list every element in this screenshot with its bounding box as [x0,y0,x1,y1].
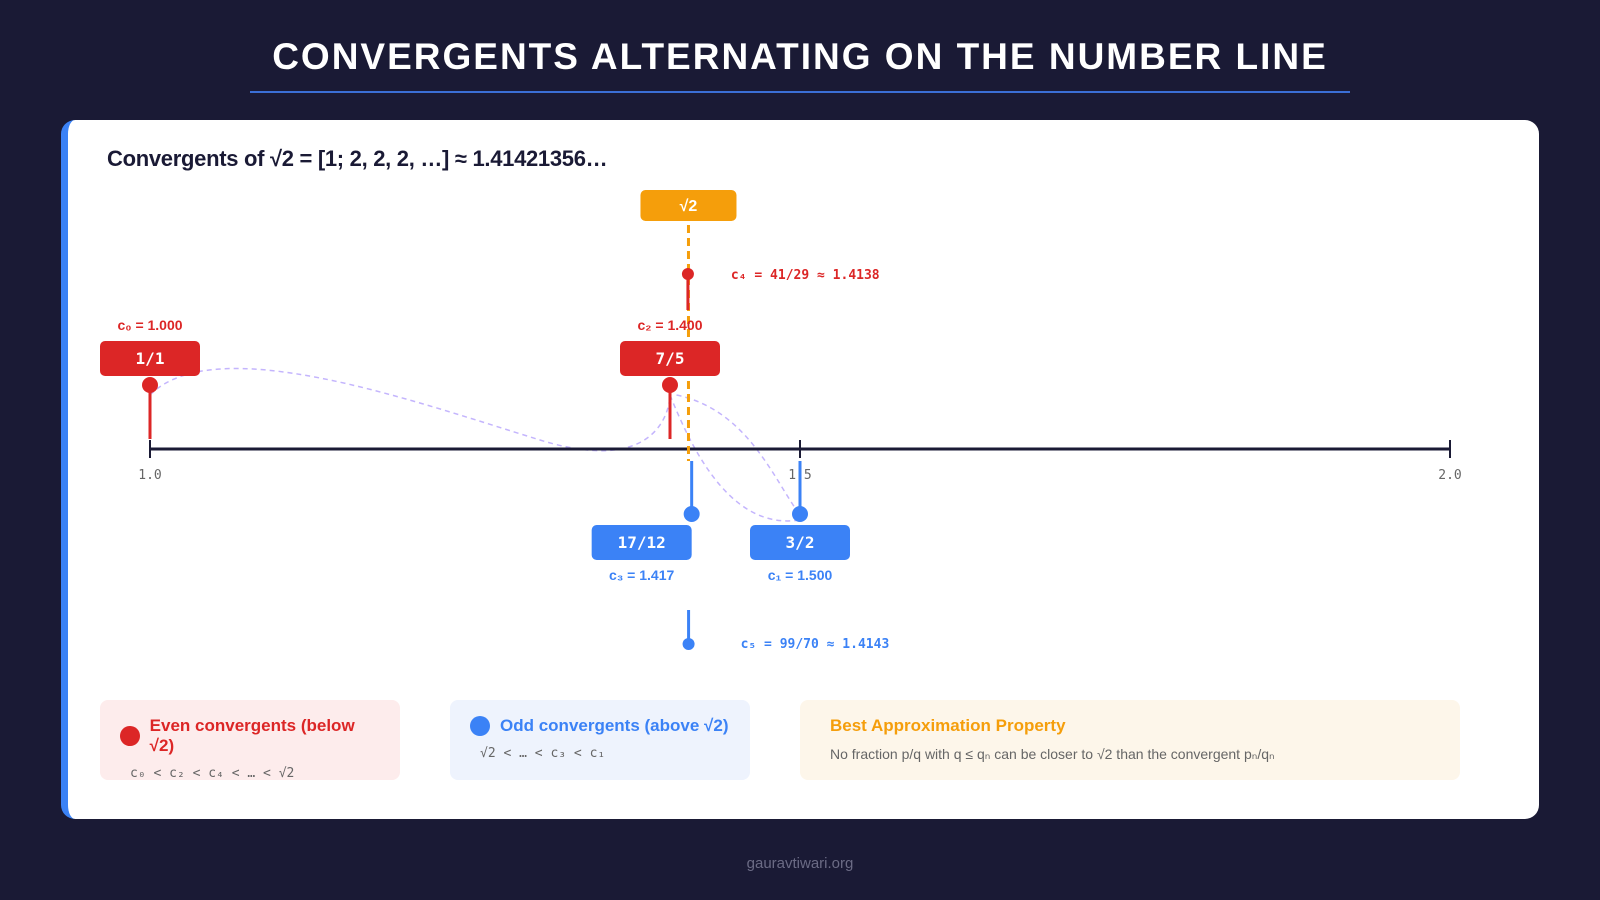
c0-dot [142,377,158,393]
legend-even-title: Even convergents (below √2) [149,716,355,755]
title-underline [250,91,1350,93]
footer-credit: gauravtiwari.org [746,855,854,872]
c3-fraction: 17/12 [618,533,666,552]
c0-box [100,341,200,376]
c4-dot [681,268,694,280]
c5-dot [682,638,695,650]
diagram-card: Convergents of √2 = [1; 2, 2, 2, …] ≈ 1.… [61,120,1539,819]
axis-tick-label: 2.0 [1438,468,1461,483]
c1-value-label: c₁ = 1.500 [768,567,833,583]
diagram-heading: Convergents of √2 = [1; 2, 2, 2, …] ≈ 1.… [107,146,608,171]
c2-dot [662,377,678,393]
legend-even-sub: c₀ < c₂ < c₄ < … < √2 [130,766,295,781]
property-sub: No fraction p/q with q ≤ qₙ can be close… [830,746,1275,762]
red-dot-icon [120,726,140,746]
c3-box [591,525,692,560]
c2-value-label: c₂ = 1.400 [638,317,703,333]
legend-odd: Odd convergents (above √2) √2 < … < c₃ <… [450,700,750,780]
c3-dot [683,506,700,522]
c2-fraction: 7/5 [656,349,685,368]
c1-fraction: 3/2 [786,533,815,552]
c1-box [750,525,850,560]
legend-property: Best Approximation Property No fraction … [800,700,1460,780]
c0-value-label: c₀ = 1.000 [117,317,182,333]
c1-dot [792,506,808,522]
page-title: CONVERGENTS ALTERNATING ON THE NUMBER LI… [272,36,1328,77]
c5-value-label: c₅ = 99/70 ≈ 1.4143 [741,637,890,652]
convergence-path [149,367,801,522]
legend-odd-title: Odd convergents (above √2) [500,716,729,735]
c0-fraction: 1/1 [136,349,165,368]
axis-tick-label: 1.0 [138,468,161,483]
legend-even: Even convergents (below √2) c₀ < c₂ < c₄… [100,700,400,781]
sqrt2-label: √2 [680,198,698,215]
blue-dot-icon [470,716,490,736]
legend-odd-sub: √2 < … < c₃ < c₁ [480,746,606,761]
c2-box [620,341,720,376]
c3-value-label: c₃ = 1.417 [609,567,674,583]
property-title: Best Approximation Property [830,716,1066,735]
sqrt2-label-box [640,190,737,221]
c4-value-label: c₄ = 41/29 ≈ 1.4138 [731,268,880,283]
